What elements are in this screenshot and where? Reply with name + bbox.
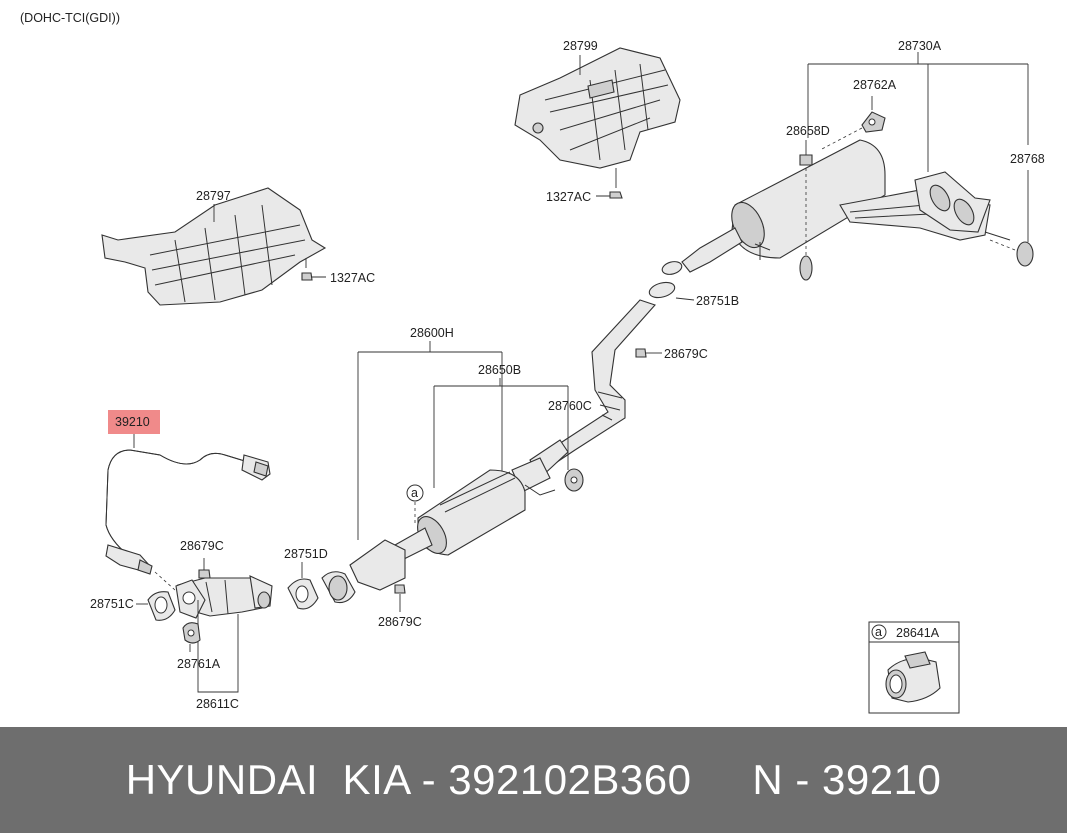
label-28679C-low: 28679C [378,615,422,629]
label-28600H: 28600H [410,326,454,340]
ref-marker-a: a [406,484,424,502]
label-28658D: 28658D [786,124,830,138]
label-28760C: 28760C [548,399,592,413]
muffler-28730A[interactable] [681,139,1011,273]
nut-28679C-low[interactable] [394,584,406,594]
label-28761A: 28761A [177,657,221,671]
label-28762A: 28762A [853,78,897,92]
nut-28679C-mid[interactable] [635,348,647,358]
catalytic-converter[interactable] [321,469,526,604]
label-1327AC-top: 1327AC [546,190,591,204]
svg-text:a: a [411,486,418,500]
heat-shield-28799[interactable] [514,47,681,169]
label-28797: 28797 [196,189,231,203]
oxygen-sensor-39210[interactable] [105,449,271,575]
label-28641A: 28641A [896,626,940,640]
nut-28679C-left[interactable] [198,569,211,579]
label-28799: 28799 [563,39,598,53]
label-28751C: 28751C [90,597,134,611]
hanger-28762A[interactable] [861,111,886,133]
label-28751B: 28751B [696,294,739,308]
label-28730A: 28730A [898,39,942,53]
label-28679C-left: 28679C [180,539,224,553]
gasket-28751B[interactable] [648,260,684,301]
hanger-28658D[interactable] [799,154,813,281]
center-pipe-28650B[interactable] [511,299,656,496]
front-pipe-28611C[interactable] [175,575,273,619]
label-28650B: 28650B [478,363,521,377]
hanger-28761A[interactable] [182,622,201,644]
label-39210[interactable]: 39210 [115,415,150,429]
part-number-caption: HYUNDAI KIA - 392102B360 N - 39210 [125,756,942,803]
exhaust-system-diagram: .pf { fill:#e9e9e9; stroke:#333; stroke-… [20,11,1045,714]
inset-clamp-28641A[interactable] [868,621,960,714]
label-28679C-mid: 28679C [664,347,708,361]
label-1327AC-left: 1327AC [330,271,375,285]
label-28768: 28768 [1010,152,1045,166]
engine-label: (DOHC-TCI(GDI)) [20,11,120,25]
label-28751D: 28751D [284,547,328,561]
heat-shield-28797[interactable] [101,187,327,306]
footer-bar: HYUNDAI KIA - 392102B360 N - 39210 [0,727,1067,833]
gasket-28751C[interactable] [147,591,176,621]
hanger-28760C[interactable] [564,468,584,492]
inset-ref-a: a [875,625,882,639]
nut-1327AC-top[interactable] [609,191,623,199]
highlight-39210 [108,410,160,434]
hanger-28768[interactable] [1016,241,1034,267]
nut-1327AC-left[interactable] [301,272,313,281]
gasket-28751D[interactable] [287,578,319,610]
label-28611C: 28611C [196,697,239,711]
